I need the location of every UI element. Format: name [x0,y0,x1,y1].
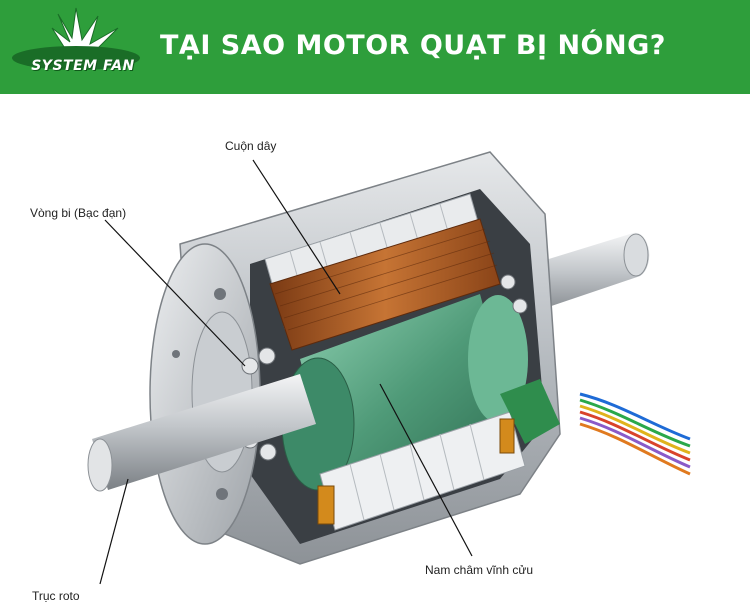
label-bearing: Vòng bi (Bạc đạn) [30,206,127,220]
stator-lamination-bottom [317,411,526,531]
left-shaft [87,374,316,492]
label-magnet: Nam châm vĩnh cửu [425,563,534,577]
label-shaft: Trục roto [32,589,80,603]
leader-lines [99,159,473,585]
logo-text: SYSTEM FAN [31,58,135,74]
header-banner: SYSTEM FAN TẠI SAO MOTOR QUẠT BỊ NÓNG? [0,0,750,94]
lead-wires [579,392,691,476]
motor-cutaway-illustration [87,151,691,585]
copper-coil [269,218,501,351]
end-bracket-right [500,379,560,444]
logo: SYSTEM FAN [6,6,146,88]
label-coil: Cuộn dây [225,139,277,153]
page-title: TẠI SAO MOTOR QUẠT BỊ NÓNG? [160,30,666,61]
motor-diagram: Cuộn dây Vòng bi (Bạc đạn) Trục roto Nam… [0,94,750,609]
starburst-logo-icon [12,7,140,70]
